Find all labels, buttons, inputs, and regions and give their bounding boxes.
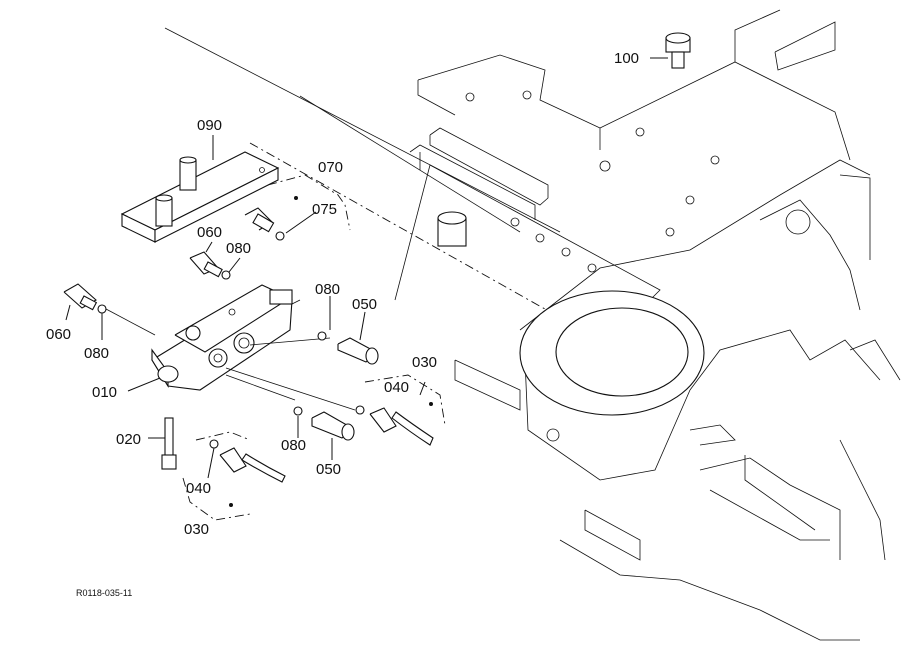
hose-group-030-low: 040 030 xyxy=(182,431,286,538)
callout-080-low: 080 xyxy=(281,437,306,454)
fitting-060-top: 060 080 xyxy=(189,224,251,280)
bolt-100: 100 xyxy=(614,32,691,69)
frame-outline xyxy=(164,9,901,641)
callout-080-top: 080 xyxy=(226,240,251,257)
callout-020: 020 xyxy=(116,431,141,448)
bolt-020: 020 xyxy=(116,417,177,470)
callout-100: 100 xyxy=(614,50,639,67)
callout-030-low: 030 xyxy=(184,521,209,538)
hose-group-030-right: 030 040 xyxy=(355,354,446,446)
callout-040-low: 040 xyxy=(186,480,211,497)
callout-075: 075 xyxy=(312,201,337,218)
callout-060-top: 060 xyxy=(197,224,222,241)
callout-050-low: 050 xyxy=(316,461,341,478)
plate-090: 090 xyxy=(120,117,280,243)
sensor-050-low: 080 050 xyxy=(281,406,355,478)
valve-body-010: 010 xyxy=(92,284,356,411)
callout-080-left: 080 xyxy=(84,345,109,362)
callout-010: 010 xyxy=(92,384,117,401)
callout-080-mid: 080 xyxy=(315,281,340,298)
reference-code: R0118-035-11 xyxy=(76,588,132,598)
callout-090: 090 xyxy=(197,117,222,134)
fitting-group-070: 070 075 xyxy=(244,159,351,241)
fitting-060-left: 060 080 xyxy=(46,283,156,362)
callout-060-left: 060 xyxy=(46,326,71,343)
sensor-050-top: 080 050 xyxy=(315,281,379,365)
callout-030-right: 030 xyxy=(412,354,437,371)
callout-050-top: 050 xyxy=(352,296,377,313)
callout-070: 070 xyxy=(318,159,343,176)
callout-040-right: 040 xyxy=(384,379,409,396)
